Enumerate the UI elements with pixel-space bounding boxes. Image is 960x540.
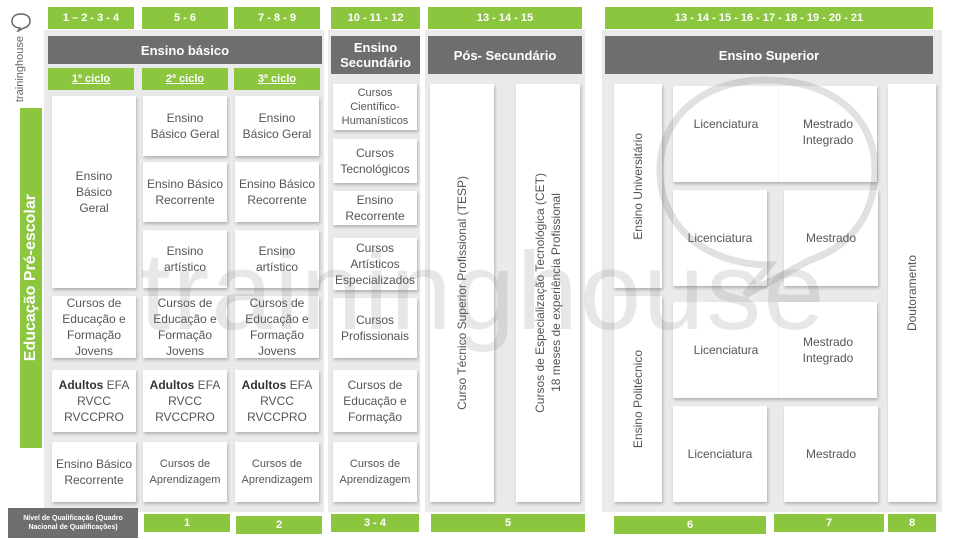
c2-ensino-basico-geral: Ensino Básico Geral	[143, 96, 227, 156]
c2-adultos: Adultos EFA RVCC RVCCPRO	[143, 370, 227, 432]
pos-cet: Cursos de Especialização Tecnológica (CE…	[516, 84, 580, 502]
logo-text: traininghouse	[14, 36, 26, 103]
pos-cet-line2: 18 meses de experiência Profissional	[549, 193, 563, 393]
c2-ensino-basico-recorrente: Ensino Básico Recorrente	[143, 162, 227, 222]
c2-ensino-artistico: Ensino artístico	[143, 230, 227, 288]
sup-uni-licenciatura-2: Licenciatura	[673, 190, 767, 286]
sup-uni-mestrado-integrado: Mestrado Integrado	[779, 86, 877, 182]
years-13-21: 13 - 14 - 15 - 16 - 17 - 18 - 19 - 20 - …	[605, 7, 933, 29]
pos-tesp: Curso Técnico Superior Profissional (TES…	[430, 84, 494, 502]
sec-ensino-recorrente: Ensino Recorrente	[333, 191, 417, 225]
c1-adultos-bold: Adultos	[58, 378, 104, 392]
ciclo-3: 3º ciclo	[234, 68, 320, 90]
c2-adultos-bold: Adultos	[149, 378, 195, 392]
nivel-8: 8	[888, 514, 936, 532]
c3-adultos-bold: Adultos	[241, 378, 287, 392]
c1-ensino-basico-geral: Ensino Básico Geral	[52, 96, 136, 288]
nivel-5: 5	[431, 514, 585, 532]
sec-cursos-artisticos: Cursos Artísticos Especializados	[333, 238, 417, 290]
sec-cursos-tecnologicos: Cursos Tecnológicos	[333, 139, 417, 183]
sec-cursos-educacao-formacao: Cursos de Educação e Formação	[333, 370, 417, 432]
sup-uni-mestrado: Mestrado	[784, 190, 878, 286]
sup-uni-licenciatura-1: Licenciatura	[673, 86, 779, 182]
nivel-3-4: 3 - 4	[331, 514, 419, 532]
c1-ensino-basico-recorrente: Ensino Básico Recorrente	[52, 442, 136, 502]
years-13-15: 13 - 14 - 15	[428, 7, 582, 29]
c3-ensino-basico-geral: Ensino Básico Geral	[235, 96, 319, 156]
c2-cursos-educacao-formacao: Cursos de Educação e Formação Jovens	[143, 296, 227, 358]
nivel-1: 1	[144, 514, 230, 532]
ciclo-1: 1º ciclo	[48, 68, 134, 90]
sup-poli-licenciatura-1: Licenciatura	[673, 302, 779, 398]
logo-bubble-icon	[11, 13, 31, 32]
header-pos-secundario: Pós- Secundário	[428, 36, 582, 74]
sup-ensino-universitario: Ensino Universitário	[614, 84, 662, 288]
sup-poli-licenciatura-2: Licenciatura	[673, 406, 767, 502]
nivel-2: 2	[236, 516, 322, 534]
years-10-12: 10 - 11 - 12	[331, 7, 420, 29]
header-ensino-superior: Ensino Superior	[605, 36, 933, 74]
nivel-6: 6	[614, 516, 766, 534]
sec-cursos-aprendizagem: Cursos de Aprendizagem	[333, 442, 417, 502]
sup-poli-mestrado-integrado: Mestrado Integrado	[779, 302, 877, 398]
header-ensino-basico: Ensino básico	[48, 36, 322, 64]
nivel-7: 7	[774, 514, 884, 532]
nivel-qualificacao-label: Nível de Qualificação (Quadro Nacional d…	[8, 508, 138, 538]
side-label-text: Educação Pré-escolar	[22, 194, 39, 362]
sec-cursos-profissionais: Cursos Profissionais	[333, 298, 417, 358]
sup-ensino-politecnico: Ensino Politécnico	[614, 296, 662, 502]
years-7-9: 7 - 8 - 9	[234, 7, 320, 29]
c1-cursos-educacao-formacao: Cursos de Educação e Formação Jovens	[52, 296, 136, 358]
sup-doutoramento: Doutoramento	[888, 84, 936, 502]
years-1-4: 1 – 2 - 3 - 4	[48, 7, 134, 29]
c3-ensino-basico-recorrente: Ensino Básico Recorrente	[235, 162, 319, 222]
sec-cientifico-humanisticos: Cursos Científico- Humanísticos	[333, 84, 417, 130]
c3-adultos: Adultos EFA RVCC RVCCPRO	[235, 370, 319, 432]
header-ensino-secundario: Ensino Secundário	[331, 36, 420, 74]
c3-ensino-artistico: Ensino artístico	[235, 230, 319, 288]
c3-cursos-educacao-formacao: Cursos de Educação e Formação Jovens	[235, 296, 319, 358]
c3-cursos-aprendizagem: Cursos de Aprendizagem	[235, 442, 319, 502]
years-5-6: 5 - 6	[142, 7, 228, 29]
sup-poli-mestrado: Mestrado	[784, 406, 878, 502]
ciclo-2: 2º ciclo	[142, 68, 228, 90]
c1-adultos: Adultos EFA RVCC RVCCPRO	[52, 370, 136, 432]
side-label-pre-escolar: Educação Pré-escolar	[20, 108, 42, 448]
pos-cet-line1: Cursos de Especialização Tecnológica (CE…	[533, 173, 547, 413]
c2-cursos-aprendizagem: Cursos de Aprendizagem	[143, 442, 227, 502]
logo: traininghouse	[4, 10, 44, 103]
